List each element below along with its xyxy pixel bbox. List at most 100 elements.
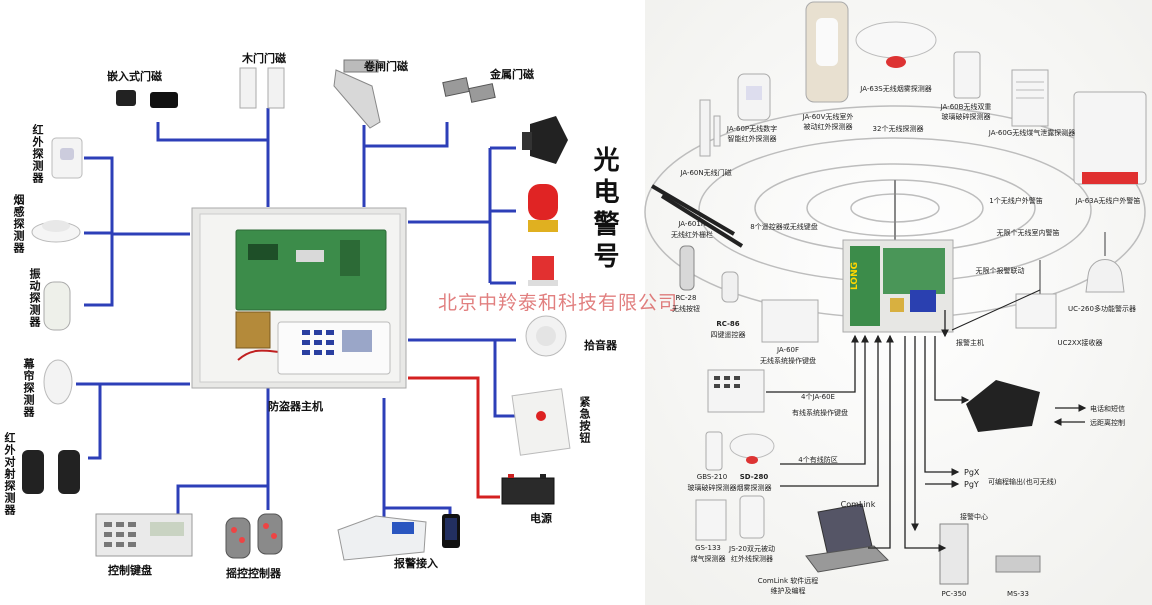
smoke-detector-icon — [31, 220, 81, 243]
label-wired-kb2: 有线系统操作键盘 — [792, 409, 848, 417]
label-pgy: PgY — [964, 480, 979, 489]
label-ja60b-2: 玻璃破碎探测器 — [941, 113, 991, 121]
label-comlink-note-1: ComLink 软件远程 — [757, 577, 819, 585]
ja60v-icon — [805, 1, 849, 103]
desk-phone-icon — [337, 515, 427, 561]
label-rc86-1: RC-86 — [716, 320, 740, 328]
main-host-box — [191, 207, 407, 389]
label-ring-8: 8个遥控器或无线键盘 — [750, 223, 818, 231]
uc2xx-icon — [1015, 260, 1057, 329]
label-ja60b-1: JA-60B无线双重 — [940, 103, 992, 111]
uc2xx-link — [951, 289, 1041, 331]
label-remote: 摇控控制器 — [226, 567, 281, 580]
watermark: 北京中羚泰和科技有限公司 — [438, 292, 679, 314]
blue-wires — [76, 108, 516, 520]
wire-beam — [88, 384, 102, 460]
battery-icon — [501, 474, 555, 505]
wired-keypad-icon — [707, 369, 765, 413]
label-ja60p-1: JA-60P无线数字 — [726, 125, 778, 133]
label-ring-indoor: 无限个无线室内警笛 — [996, 229, 1060, 237]
label-ja601r-1: JA-601R — [678, 220, 706, 228]
label-js20-2: 红外线探测器 — [731, 555, 773, 563]
embedded-contact-icon — [116, 90, 178, 108]
wire-shutter-metal — [362, 122, 449, 148]
wire-pickup-btn — [408, 338, 516, 418]
label-smoke-detector: 烟感探测器 — [12, 194, 25, 254]
label-ring-32: 32个无线探测器 — [872, 125, 924, 133]
wood-door-contact-icon — [239, 67, 285, 109]
label-ja63s: JA-63S无线烟雾探测器 — [860, 85, 932, 93]
metal-contact-icon — [442, 77, 496, 103]
label-ja601r-2: 无线红外栅栏 — [671, 231, 713, 239]
ja63a-siren-icon — [1073, 91, 1147, 185]
label-ja60f-1: JA-60F — [776, 346, 800, 354]
label-rc28-2: 无线按钮 — [672, 305, 700, 313]
ja63s-icon — [855, 21, 937, 68]
pickup-icon — [525, 315, 567, 357]
label-phone-sms: 电话和短信 — [1090, 405, 1125, 413]
label-beam-detector: 红外对射探测器 — [3, 432, 16, 516]
label-ring-1: 1个无线户外警笛 — [989, 197, 1043, 205]
label-wired-kb: 4个JA-60E — [801, 393, 835, 401]
pir-detector-icon — [51, 137, 83, 179]
label-ms33: MS-33 — [1007, 590, 1029, 598]
label-emergency-button: 紧急按钮 — [578, 396, 591, 444]
label-ring-link: 无限个报警联动 — [975, 267, 1025, 275]
pc350-icon — [939, 523, 969, 585]
js20-icon — [739, 495, 765, 539]
red-power-wire — [408, 376, 500, 499]
label-ja60f-2: 无线系统操作键盘 — [760, 357, 816, 365]
label-gbs210-2: 玻璃破碎探测器 — [687, 484, 737, 492]
label-ja60v-1: JA-60V无线室外 — [802, 113, 854, 121]
uc260-icon — [1085, 232, 1125, 293]
label-sound-light-alarm: 光电警号 — [589, 146, 619, 274]
label-center: 接警中心 — [960, 513, 988, 521]
label-ja60g: JA-60G无线煤气泄露探测器 — [988, 129, 1076, 137]
mobile-phone-icon — [442, 514, 460, 548]
label-pir-detector: 红外探测器 — [31, 124, 44, 184]
label-rc86-2: 四键遥控器 — [710, 331, 746, 339]
rc86-icon — [721, 271, 739, 303]
label-comlink-note-2: 维护及编程 — [770, 587, 806, 595]
ja601r-icon — [650, 184, 744, 248]
vibration-detector-icon — [43, 281, 71, 331]
ms33-icon — [995, 555, 1041, 573]
label-embedded-contact: 嵌入式门磁 — [107, 70, 162, 83]
label-pgx: PgX — [964, 468, 980, 477]
shutter-contact-icon — [333, 59, 381, 129]
rc28-icon — [679, 245, 695, 291]
label-remote-control: 远距离控制 — [1090, 419, 1125, 427]
ja60f-icon — [761, 299, 819, 343]
alarm-host-panel — [842, 239, 954, 333]
wire-keypad — [176, 385, 270, 520]
siren-icon — [522, 116, 568, 164]
emergency-button-icon — [511, 388, 571, 456]
wire-access — [382, 398, 452, 518]
label-wired-zone: 4个有线防区 — [798, 456, 838, 464]
desk-phone-right-icon — [966, 380, 1040, 432]
label-gs133-1: GS-133 — [695, 544, 721, 552]
right-arrows — [766, 310, 1087, 552]
gs133-icon — [695, 499, 727, 541]
label-main-host: 防盗器主机 — [268, 400, 323, 413]
label-curtain-detector: 幕帘探测器 — [22, 358, 35, 418]
label-ja60n: JA-60N无线门磁 — [680, 169, 732, 177]
label-ja63a: JA-63A无线户外警笛 — [1075, 197, 1141, 205]
remote-icon — [225, 513, 283, 559]
label-vibration-detector: 振动探测器 — [28, 268, 41, 328]
ja60g-icon — [1011, 69, 1049, 127]
label-host: 报警主机 — [956, 339, 984, 347]
label-sd280-2: 烟雾探测器 — [736, 484, 772, 492]
label-js20-1: JS-20双元被动 — [729, 545, 775, 553]
label-metal-contact: 金属门磁 — [490, 68, 534, 81]
wire-embedded — [156, 122, 270, 207]
laptop-icon — [805, 503, 890, 573]
label-keypad: 控制键盘 — [108, 564, 152, 577]
label-rc28-1: RC-28 — [675, 294, 697, 302]
label-gbs210-1: GBS-210 — [696, 473, 728, 481]
wire-remote — [178, 484, 270, 510]
label-wood-door-contact: 木门门磁 — [242, 52, 286, 65]
label-ja60p-2: 智能红外探测器 — [727, 135, 777, 143]
label-sd280-1: SD-280 — [739, 473, 769, 481]
label-pg-output: 可编程输出(也可无线) — [988, 478, 1057, 486]
